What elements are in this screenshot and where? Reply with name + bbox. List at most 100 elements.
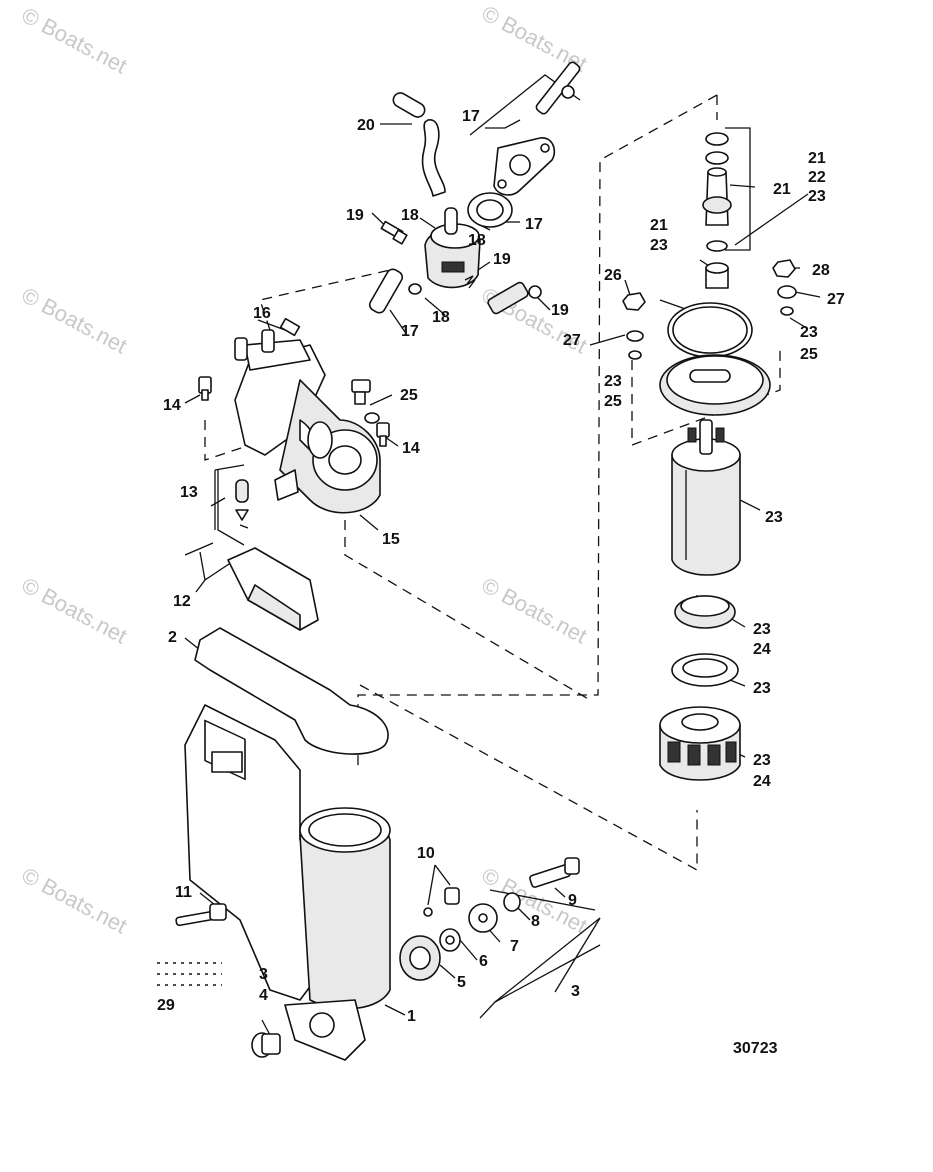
valve-part-18 <box>424 207 481 289</box>
filter-element-part-23-24 <box>659 706 741 781</box>
orings-part-21 <box>705 132 729 165</box>
callout-21: 21 <box>808 150 826 167</box>
hose-part-20 <box>392 92 446 197</box>
fitting-part-21 <box>702 167 732 226</box>
washer-part-6 <box>439 928 461 952</box>
callout-21: 21 <box>773 181 791 198</box>
bolt-part-9 <box>529 857 580 888</box>
oring-part-21-23 <box>706 240 728 252</box>
callout-25: 25 <box>604 393 622 410</box>
spring-part-19 <box>464 275 476 289</box>
callout-23: 23 <box>650 237 668 254</box>
callout-18: 18 <box>468 232 486 249</box>
callout-25: 25 <box>400 387 418 404</box>
housing-part-1 <box>184 704 391 1061</box>
callout-23: 23 <box>753 680 771 697</box>
callout-10: 10 <box>417 845 435 862</box>
washer-part-27-left <box>626 330 644 342</box>
callout-27: 27 <box>563 332 581 349</box>
callout-17: 17 <box>401 323 419 340</box>
tube-part-17 <box>368 268 404 314</box>
watermark: © Boats.net <box>18 862 132 938</box>
pump-bracket-part-15 <box>234 329 381 514</box>
oring-part-23-25-left <box>628 350 642 360</box>
washer-part-7 <box>468 903 498 933</box>
pulley-part-5 <box>399 935 441 981</box>
fitting-part-10 <box>423 887 460 917</box>
callout-23: 23 <box>604 373 622 390</box>
callout-7: 7 <box>510 938 519 955</box>
watermark: © Boats.net <box>18 572 132 648</box>
gasket-plate-part-17 <box>493 137 556 196</box>
callout-14: 14 <box>163 397 181 414</box>
fuel-pump-part-23 <box>671 419 741 576</box>
seal-ring-part-23 <box>667 302 753 358</box>
callout-21: 21 <box>650 217 668 234</box>
callout-8: 8 <box>531 913 540 930</box>
washer-part-27-right <box>777 285 797 299</box>
nut-part-28 <box>772 259 796 278</box>
callout-19: 19 <box>551 302 569 319</box>
callout-23: 23 <box>808 188 826 205</box>
callout-29: 29 <box>157 997 175 1014</box>
callout-23: 23 <box>753 621 771 638</box>
callout-5: 5 <box>457 974 466 991</box>
nut-part-26 <box>622 292 646 311</box>
fitting-part-19 <box>487 281 542 315</box>
fitting-part-16 <box>279 317 301 337</box>
callout-18: 18 <box>401 207 419 224</box>
cover-part-12 <box>184 542 319 631</box>
callout-19: 19 <box>493 251 511 268</box>
watermark: © Boats.net <box>18 282 132 358</box>
screw-part-17 <box>535 61 581 115</box>
watermark: © Boats.net <box>18 2 132 78</box>
check-valve-part-13 <box>235 479 249 529</box>
callout-28: 28 <box>812 262 830 279</box>
gasket-part-2 <box>194 627 389 755</box>
oring-part-18 <box>408 283 422 295</box>
screw-part-14-right <box>376 422 390 447</box>
screw-part-14-left <box>198 376 212 401</box>
callout-23: 23 <box>800 324 818 341</box>
callout-27: 27 <box>827 291 845 308</box>
callout-24: 24 <box>753 641 771 658</box>
callout-labels: 20 17 19 18 17 18 19 18 17 19 16 14 25 1… <box>157 108 845 1057</box>
callout-15: 15 <box>382 531 400 548</box>
callout-1: 1 <box>407 1008 416 1025</box>
callout-3: 3 <box>259 966 268 983</box>
callout-17: 17 <box>525 216 543 233</box>
callout-3: 3 <box>571 983 580 1000</box>
fitting-part-25 <box>351 379 380 424</box>
screw-part-19 <box>380 220 408 245</box>
callout-18: 18 <box>432 309 450 326</box>
callout-24: 24 <box>753 773 771 790</box>
diagram-number: 30723 <box>733 1040 778 1057</box>
callout-9: 9 <box>568 892 577 909</box>
top-plate-part-23 <box>659 354 771 416</box>
assembly-dashed-lines <box>204 94 781 872</box>
cap-part-21-23 <box>705 262 729 289</box>
callout-26: 26 <box>604 267 622 284</box>
callout-19: 19 <box>346 207 364 224</box>
watermark: © Boats.net <box>478 572 592 648</box>
callout-23: 23 <box>765 509 783 526</box>
oring-part-23-25-right <box>780 306 794 316</box>
callout-11: 11 <box>175 884 192 901</box>
plug-part-3-4 <box>251 1032 281 1058</box>
callout-25: 25 <box>800 346 818 363</box>
callout-13: 13 <box>180 484 198 501</box>
dotted-part-29 <box>157 962 222 986</box>
grommet-part-17 <box>467 192 513 228</box>
filter-ring-part-23 <box>671 653 739 687</box>
callout-2: 2 <box>168 629 177 646</box>
callout-4: 4 <box>259 987 268 1004</box>
callout-17: 17 <box>462 108 480 125</box>
callout-14: 14 <box>402 440 420 457</box>
callout-20: 20 <box>357 117 375 134</box>
filter-cap-part-23-24 <box>674 595 736 629</box>
fitting-part-11 <box>175 903 227 927</box>
nut-part-8 <box>503 892 521 912</box>
callout-23: 23 <box>753 752 771 769</box>
